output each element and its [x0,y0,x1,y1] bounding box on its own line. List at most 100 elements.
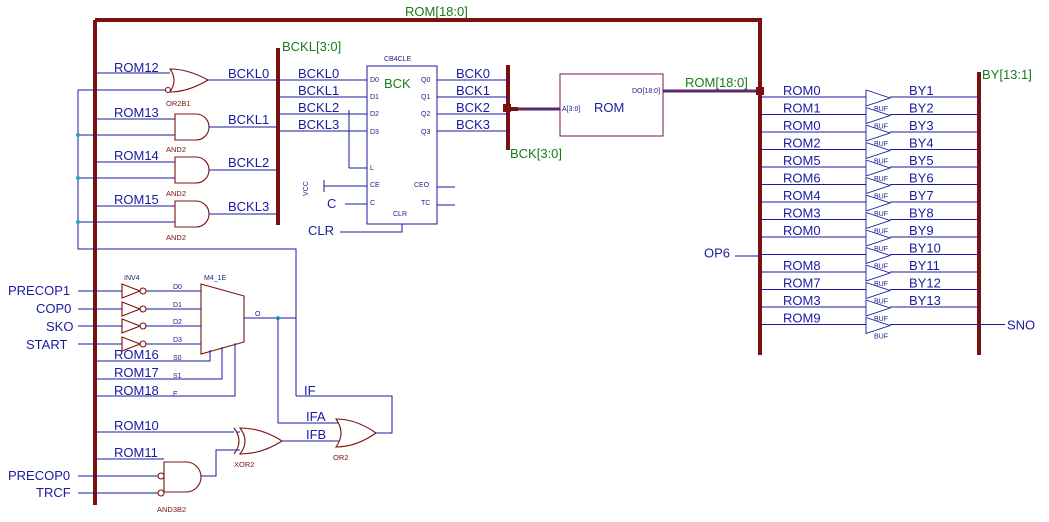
counter-output-label: BCK2 [456,100,490,115]
bottom-logic: IF IFA OR2 IFB ROM10 XOR2 ROM11 PRECOP0 … [8,318,393,514]
buffer-gate [865,141,892,160]
buffer-row: BUF ROM3 BY13 [760,293,979,323]
and2-gate [174,156,210,184]
mux-section: INV4 M4_1E PRECOP1 COP0 SKO START D0 D1 … [8,275,296,398]
ifb-label: IFB [306,427,326,442]
counter-pin: D0 [370,77,379,84]
buffer-input-label: ROM6 [783,171,821,186]
buffer-gate [865,281,892,300]
buffer-gate [865,159,892,177]
xor2-gate [238,427,284,455]
mux-data-pin: D0 [173,284,182,291]
gate-row-3: ROM15 BCKL3 AND2 [78,192,278,242]
vcc-label: VCC [303,181,310,196]
trcf-label: TRCF [36,485,71,500]
buffer-type-label: BUF [874,299,888,306]
buffer-gate [865,211,892,230]
gate-input-label: ROM13 [114,105,159,120]
mux-data-pin: D3 [173,337,182,344]
mux-data-pin: D2 [173,319,182,326]
rom-name: ROM [594,100,624,115]
buffer-type-label: BUF [874,334,888,341]
mux-select-label: ROM16 [114,347,159,362]
xor-input-label: ROM10 [114,418,159,433]
counter-pin: L [370,165,374,172]
buffer-type-label: BUF [874,141,888,148]
buffer-type-label: BUF [874,194,888,201]
rom-out-label: ROM[18:0] [685,75,748,90]
counter-pin: D3 [370,129,379,136]
buffer-input-label: ROM3 [783,293,821,308]
counter-pin: Q0 [421,77,430,84]
rom-block: ROM A[3:0] DO[18:0] [559,73,664,137]
bckl-bus-label: BCKL[3:0] [282,39,341,54]
if-label: IF [304,383,316,398]
counter-input-label: BCKL3 [298,117,339,132]
buffer-gate [865,124,892,142]
buffer-output-label: SNO [1007,318,1035,333]
buffer-input-label: ROM9 [783,311,821,326]
mux-select-pin: E [173,391,178,398]
buffer-output-label: BY5 [909,153,934,168]
counter-pin: Q1 [421,94,430,101]
gate-input-label: ROM14 [114,148,159,163]
or2b1-gate [168,68,210,93]
bus-tap-rom [756,87,764,95]
counter-pin: D1 [370,94,379,101]
precop0-label: PRECOP0 [8,468,70,483]
buffer-output-label: BY11 [909,258,940,273]
buffer-gate [865,229,892,247]
buffer-input-label: ROM8 [783,258,821,273]
mux-select-pin: S0 [173,355,182,362]
buffer-input-label: ROM7 [783,276,821,291]
counter-pin: CLR [393,211,407,218]
counter-pin: Q2 [421,111,430,118]
mux-input-label: SKO [46,319,73,334]
buffer-gate [865,89,892,107]
buffer-output-label: BY8 [909,206,934,221]
counter-pin: D2 [370,111,379,118]
gate-output-label: BCKL1 [228,112,269,127]
mux-select-pin: S1 [173,373,182,380]
counter-pin: CEO [414,182,430,189]
buffer-gate [865,299,892,317]
buffer-input-label: ROM3 [783,206,821,221]
buffer-row: BUF ROM9 SNO [760,311,1035,341]
counter-input-label: BCKL2 [298,100,339,115]
rom-bus-label: ROM[18:0] [405,4,468,19]
and-input-label: ROM11 [114,445,158,460]
and2-gate [174,113,210,141]
gate-row-1: ROM13 BCKL1 AND2 [78,105,278,154]
mux-select-label: ROM17 [114,365,159,380]
gate-output-label: BCKL0 [228,66,269,81]
buffer-input-label: OP6 [704,246,730,261]
gate-input-label: ROM15 [114,192,159,207]
buffer-output-label: BY13 [909,293,941,308]
buffer-input-label: ROM1 [783,101,821,116]
buffer-output-label: BY10 [909,241,941,256]
and3b2-gate [163,461,202,493]
rom-data-pin: DO[18:0] [632,88,660,95]
gate-type-label: AND2 [166,233,186,242]
gate-row-2: ROM14 BCKL2 AND2 [78,148,278,198]
buffer-output-label: BY2 [909,101,934,116]
counter-output-label: BCK3 [456,117,490,132]
counter-name: BCK [384,76,411,91]
mux-out-pin: O [255,311,261,318]
mux-input-label: COP0 [36,301,71,316]
buffer-output-label: BY4 [909,136,934,151]
counter-pin: CE [370,182,380,189]
counter-cb4cle: CB4CLE BCK BCKL0 BCKL1 BCKL2 BCKL3 D0 D1… [278,56,508,238]
gate-output-label: BCKL2 [228,155,269,170]
mux-input-label: START [26,337,67,352]
gate-type-label: OR2B1 [166,99,191,108]
buffer-gate [865,176,892,195]
